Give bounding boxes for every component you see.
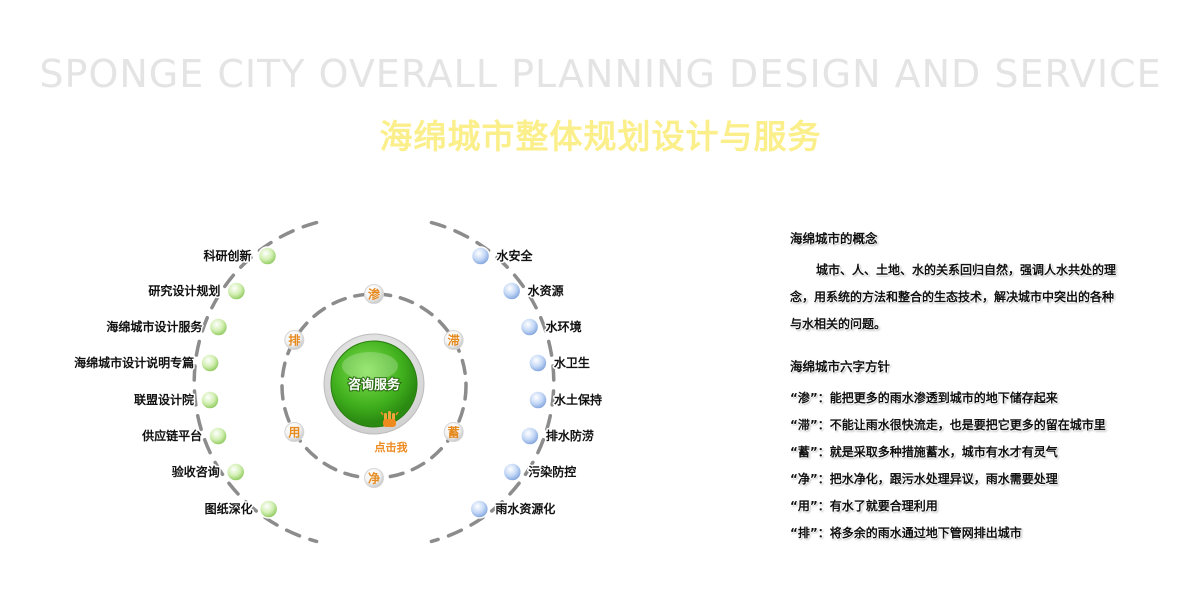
principle-item: “排”：将多余的雨水通过地下管网排出城市	[790, 526, 1022, 540]
left-item[interactable]: 验收咨询	[170, 462, 246, 482]
left-node	[226, 281, 247, 301]
left-item[interactable]: 图纸深化	[203, 499, 279, 519]
right-item[interactable]: 水资源	[501, 281, 565, 301]
right-label: 水安全	[497, 248, 534, 263]
inner-item[interactable]: 蓄	[443, 422, 464, 442]
inner-item[interactable]: 滞	[443, 330, 464, 350]
inner-label: 净	[368, 471, 380, 486]
left-label: 供应链平台	[141, 428, 202, 443]
right-label: 水资源	[528, 283, 564, 298]
concept-text: 城市、人、土地、水的关系回归自然，强调人水共处的理念，用系统的方法和整合的生态技…	[790, 263, 1117, 331]
left-items: 科研创新研究设计规划海绵城市设计服务海绵城市设计说明专篇联盟设计院供应链平台验收…	[73, 246, 279, 519]
hand-pointer-icon[interactable]	[380, 411, 399, 427]
left-node	[200, 353, 220, 373]
left-label: 科研创新	[203, 248, 251, 263]
inner-item[interactable]: 渗	[364, 284, 384, 304]
right-label: 水环境	[546, 319, 582, 334]
right-item[interactable]: 污染防控	[502, 462, 578, 482]
info-panel: 海绵城市的概念 城市、人、土地、水的关系回归自然，强调人水共处的理念，用系统的方…	[790, 228, 1130, 547]
right-node	[528, 390, 548, 410]
inner-node	[364, 468, 384, 488]
right-label: 污染防控	[528, 464, 576, 479]
right-node	[502, 462, 523, 482]
inner-item[interactable]: 净	[364, 468, 384, 488]
left-node	[208, 317, 229, 337]
principle-item: “蓄”：就是采取多种措施蓄水，城市有水才有灵气	[790, 445, 1058, 459]
principle-item: “净”：把水净化，跟污水处理异议，雨水需要处理	[790, 472, 1058, 486]
inner-node	[443, 330, 464, 350]
principles-list: “渗”：能把更多的雨水渗透到城市的地下储存起来 “滞”：不能让雨水很快流走，也是…	[790, 385, 1130, 547]
left-node	[258, 499, 279, 519]
inner-node	[284, 422, 305, 442]
right-item[interactable]: 水土保持	[528, 390, 604, 410]
inner-item[interactable]: 排	[284, 330, 305, 350]
planning-diagram: 科研创新研究设计规划海绵城市设计服务海绵城市设计说明专篇联盟设计院供应链平台验收…	[73, 220, 604, 544]
left-node	[257, 246, 278, 266]
right-label: 排水防涝	[546, 428, 594, 443]
right-node	[469, 499, 490, 519]
inner-label: 滞	[448, 333, 460, 348]
right-node	[501, 281, 522, 301]
left-node	[208, 426, 228, 446]
left-label: 联盟设计院	[134, 392, 194, 407]
inner-label: 蓄	[448, 425, 460, 440]
right-item[interactable]: 排水防涝	[520, 426, 595, 446]
inner-node	[443, 422, 464, 442]
right-item[interactable]: 水安全	[470, 246, 535, 266]
right-label: 水卫生	[554, 355, 590, 370]
click-me-label[interactable]: 点击我	[375, 440, 408, 454]
principle-item: “渗”：能把更多的雨水渗透到城市的地下储存起来	[790, 391, 1058, 405]
right-node	[520, 426, 540, 446]
consult-service-button[interactable]: 咨询服务	[323, 333, 425, 435]
left-item[interactable]: 研究设计规划	[147, 281, 247, 301]
inner-label: 排	[288, 333, 300, 348]
title-chinese: 海绵城市整体规划设计与服务	[379, 117, 822, 156]
concept-title: 海绵城市的概念	[790, 231, 878, 246]
right-label: 水土保持	[554, 392, 602, 407]
left-item[interactable]: 海绵城市设计说明专篇	[73, 353, 220, 373]
right-node	[528, 353, 548, 373]
title-english: SPONGE CITY OVERALL PLANNING DESIGN AND …	[39, 52, 1162, 96]
left-label: 海绵城市设计说明专篇	[74, 355, 194, 370]
principle-item: “滞”：不能让雨水很快流走，也是要把它更多的留在城市里	[790, 418, 1106, 432]
inner-node	[364, 284, 384, 304]
right-node	[470, 246, 491, 266]
principles-title: 海绵城市六字方针	[790, 359, 891, 374]
inner-item[interactable]: 用	[284, 422, 305, 442]
right-item[interactable]: 雨水资源化	[469, 499, 557, 519]
inner-label: 用	[287, 426, 300, 440]
inner-label: 渗	[368, 287, 381, 302]
right-item[interactable]: 水卫生	[528, 353, 591, 373]
outer-arc-right	[429, 220, 556, 544]
left-node	[225, 462, 246, 482]
outer-arc-left	[192, 220, 319, 544]
consult-service-label: 咨询服务	[348, 377, 401, 393]
left-item[interactable]: 联盟设计院	[132, 390, 220, 410]
left-label: 验收咨询	[172, 464, 220, 479]
right-node	[519, 317, 540, 337]
left-label: 研究设计规划	[148, 283, 220, 298]
left-node	[200, 390, 220, 410]
left-label: 图纸深化	[205, 501, 253, 516]
right-label: 雨水资源化	[495, 501, 555, 516]
left-item[interactable]: 科研创新	[202, 246, 278, 266]
left-item[interactable]: 海绵城市设计服务	[105, 317, 229, 337]
left-label: 海绵城市设计服务	[106, 319, 203, 334]
left-item[interactable]: 供应链平台	[140, 426, 228, 446]
right-item[interactable]: 水环境	[519, 317, 583, 337]
inner-node	[284, 330, 305, 350]
principle-item: “用”：有水了就要合理利用	[790, 499, 938, 513]
